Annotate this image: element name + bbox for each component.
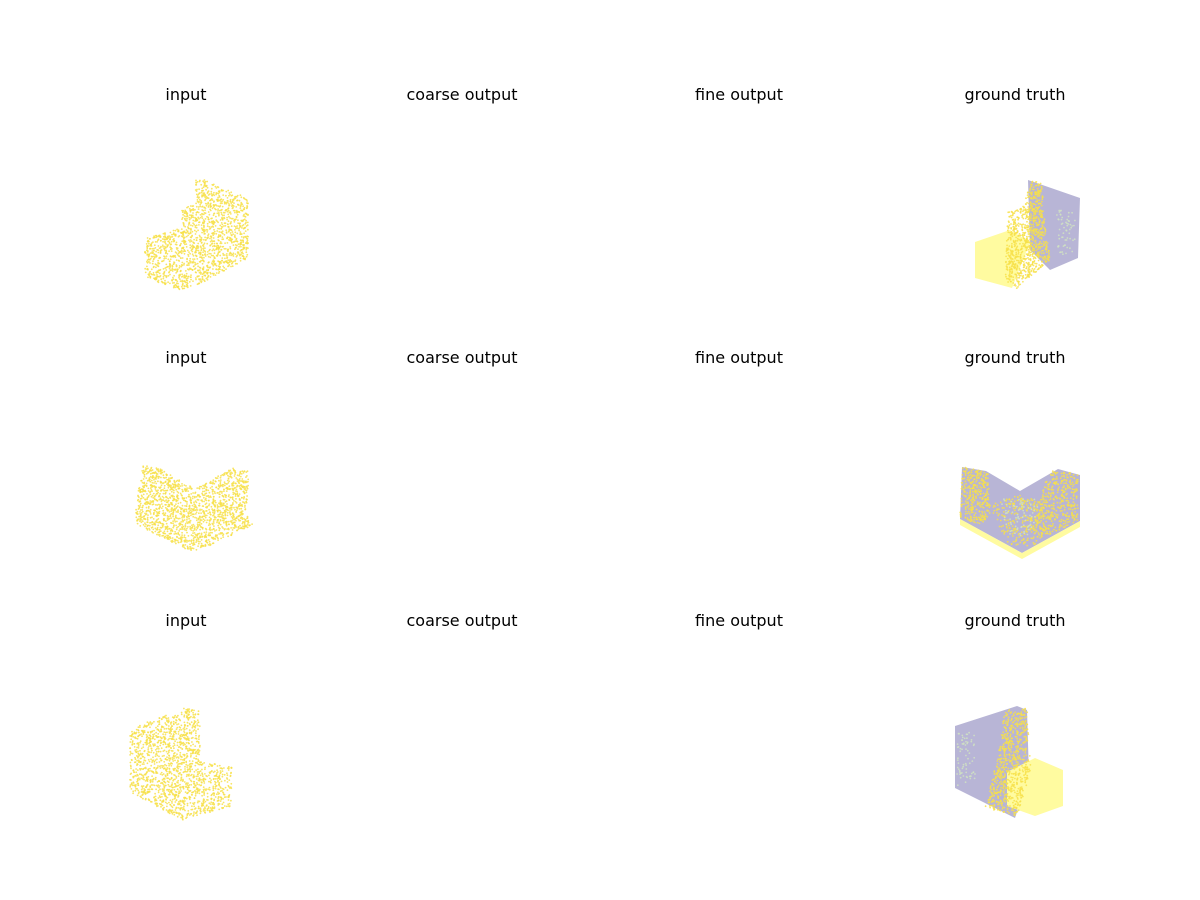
panel-title-fine-output: fine output xyxy=(695,348,783,367)
panel-title-coarse-output: coarse output xyxy=(406,85,518,104)
panel-title-ground-truth: ground truth xyxy=(964,348,1066,367)
ground-truth-voxels-3 xyxy=(955,706,1063,818)
point-cloud-green-points xyxy=(1056,209,1076,256)
point-cloud-points xyxy=(959,466,991,525)
ground-truth-voxels-1 xyxy=(975,180,1080,290)
panel-title-ground-truth: ground truth xyxy=(964,611,1066,630)
panel-title-input: input xyxy=(165,611,207,630)
point-cloud-points xyxy=(1004,180,1051,290)
input-point-cloud-1 xyxy=(144,179,249,291)
panel-title-input: input xyxy=(165,85,207,104)
ground-truth-voxels-2 xyxy=(959,466,1080,559)
panel-title-fine-output: fine output xyxy=(695,85,783,104)
point-cloud-points xyxy=(129,707,233,821)
panel-title-coarse-output: coarse output xyxy=(406,611,518,630)
voxel-base-face xyxy=(960,519,1080,559)
panel-title-input: input xyxy=(165,348,207,367)
input-point-cloud-2 xyxy=(135,465,253,551)
point-cloud-points xyxy=(984,707,1032,816)
point-cloud-points xyxy=(988,494,1051,547)
point-cloud-points xyxy=(144,179,249,291)
point-cloud-green-points xyxy=(1001,498,1039,537)
point-cloud-green-points xyxy=(956,731,976,787)
panel-title-fine-output: fine output xyxy=(695,611,783,630)
point-cloud-points xyxy=(1033,470,1079,539)
panel-title-ground-truth: ground truth xyxy=(964,85,1066,104)
point-cloud-points xyxy=(135,465,253,551)
input-point-cloud-3 xyxy=(129,707,233,821)
panel-title-coarse-output: coarse output xyxy=(406,348,518,367)
